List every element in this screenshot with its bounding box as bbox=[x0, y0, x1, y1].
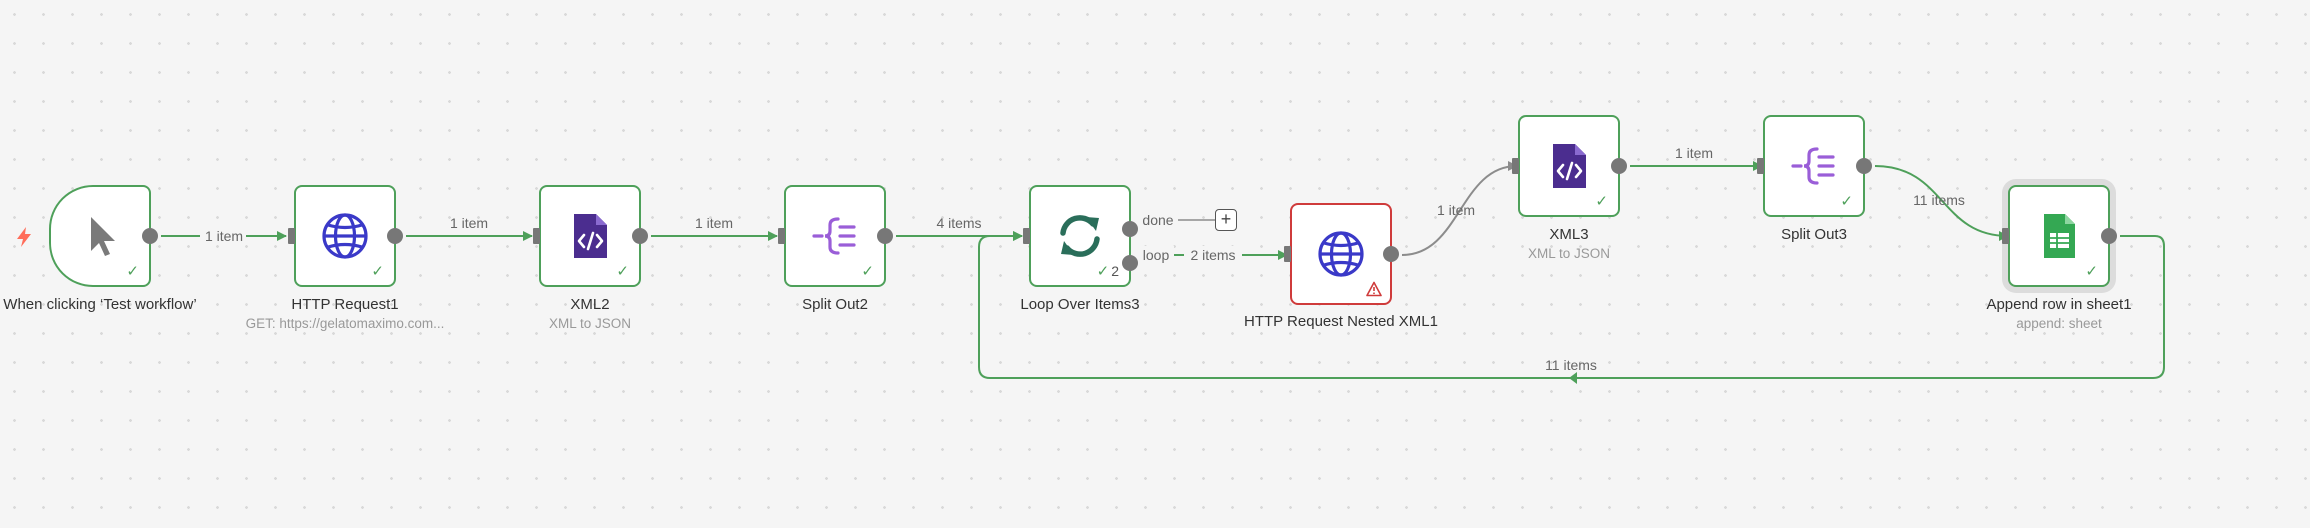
node-split-out3[interactable]: ✓ bbox=[1757, 115, 1872, 217]
cursor-icon bbox=[91, 217, 115, 256]
input-port[interactable] bbox=[1023, 228, 1030, 244]
node-http-request1[interactable]: ✓ bbox=[288, 185, 403, 287]
edge-trigger-to-http1[interactable]: 1 item bbox=[161, 226, 287, 244]
edge-xml2-to-split2[interactable]: 1 item bbox=[651, 215, 778, 241]
node-subtitle-xml3: XML to JSON bbox=[1527, 246, 1611, 261]
node-http-request-nested-xml1[interactable] bbox=[1284, 203, 1399, 305]
output-port-loop[interactable] bbox=[1122, 255, 1138, 271]
edge-label-split3-sheet: 11 items bbox=[1913, 192, 1965, 208]
node-label-xml3: XML3 bbox=[1549, 226, 1589, 243]
input-port[interactable] bbox=[288, 228, 295, 244]
node-subtitle-xml2: XML to JSON bbox=[548, 316, 632, 331]
edge-label-loop-done: done bbox=[1142, 212, 1173, 228]
google-sheets-icon bbox=[2044, 214, 2075, 258]
node-subtitle-append-row-in-sheet1: append: sheet bbox=[2016, 316, 2102, 331]
edge-label-http1-xml2: 1 item bbox=[450, 215, 488, 231]
input-port[interactable] bbox=[1757, 158, 1764, 174]
node-label-xml2: XML2 bbox=[570, 296, 610, 313]
globe-icon bbox=[322, 213, 368, 259]
node-xml3[interactable]: ✓ bbox=[1512, 115, 1627, 217]
output-port[interactable] bbox=[2101, 228, 2117, 244]
success-check-icon: ✓ bbox=[1840, 193, 1853, 210]
edge-sheet-loop-back[interactable]: 11 items bbox=[978, 231, 2165, 384]
input-port[interactable] bbox=[533, 228, 540, 244]
node-label-loop-over-items3: Loop Over Items3 bbox=[1020, 296, 1140, 313]
success-check-icon: ✓ bbox=[861, 263, 874, 280]
edge-label-http-xml3: 1 item bbox=[1437, 202, 1475, 218]
success-check-icon: ✓ bbox=[371, 263, 384, 280]
split-out-icon bbox=[1791, 147, 1835, 185]
xml-file-icon bbox=[1553, 144, 1586, 188]
edge-label-trigger-http1: 1 item bbox=[205, 228, 243, 244]
add-node-plus-button[interactable]: + bbox=[1215, 209, 1237, 231]
split-out-icon bbox=[812, 217, 856, 255]
input-port[interactable] bbox=[1512, 158, 1519, 174]
success-check-icon: ✓ bbox=[2085, 263, 2098, 280]
edge-xml3-to-split3[interactable]: 1 item bbox=[1630, 145, 1763, 171]
output-port[interactable] bbox=[1611, 158, 1627, 174]
edge-label-split2-loop: 4 items bbox=[936, 215, 981, 231]
edge-http1-to-xml2[interactable]: 1 item bbox=[406, 215, 533, 241]
node-label-append-row-in-sheet1: Append row in sheet1 bbox=[1986, 296, 2132, 313]
edge-label-loop-http: 2 items bbox=[1190, 247, 1235, 263]
node-label-manual-trigger: When clicking ‘Test workflow’ bbox=[3, 296, 197, 313]
input-port[interactable] bbox=[778, 228, 785, 244]
xml-file-icon bbox=[574, 214, 607, 258]
edge-split2-to-loop[interactable]: 4 items bbox=[896, 215, 1023, 241]
input-port[interactable] bbox=[1284, 246, 1291, 262]
success-check-icon: ✓ bbox=[616, 263, 629, 280]
success-check-icon: ✓ bbox=[126, 263, 139, 280]
output-port[interactable] bbox=[142, 228, 158, 244]
output-port[interactable] bbox=[387, 228, 403, 244]
edge-label-xml3-split3: 1 item bbox=[1675, 145, 1713, 161]
node-manual-trigger[interactable]: ✓ bbox=[49, 185, 158, 287]
run-count: 2 bbox=[1111, 263, 1119, 279]
node-label-split-out3: Split Out3 bbox=[1781, 226, 1847, 243]
node-append-row-in-sheet1[interactable]: ✓ bbox=[2002, 185, 2117, 287]
globe-icon bbox=[1318, 231, 1364, 277]
loop-icon bbox=[1060, 215, 1100, 257]
output-port[interactable] bbox=[1383, 246, 1399, 262]
node-subtitle-http-request1: GET: https://gelatomaximo.com... bbox=[245, 316, 445, 331]
output-port[interactable] bbox=[877, 228, 893, 244]
edge-split3-to-sheet[interactable]: 11 items bbox=[1874, 165, 2009, 241]
node-label-split-out2: Split Out2 bbox=[802, 296, 868, 313]
success-check-icon: ✓ bbox=[1595, 193, 1608, 210]
node-split-out2[interactable]: ✓ bbox=[778, 185, 893, 287]
node-label-http-request1: HTTP Request1 bbox=[291, 296, 399, 313]
trigger-bolt-icon bbox=[17, 227, 31, 247]
edge-loop-done[interactable]: done bbox=[1140, 211, 1215, 229]
edge-loop-to-http-nested[interactable]: loop 2 items bbox=[1140, 246, 1288, 264]
output-port[interactable] bbox=[632, 228, 648, 244]
node-label-http-request-nested-xml1: HTTP Request Nested XML1 bbox=[1244, 313, 1438, 330]
success-check-icon: ✓2 bbox=[1096, 263, 1119, 280]
node-loop-over-items3[interactable]: ✓2 bbox=[1023, 185, 1138, 287]
output-port[interactable] bbox=[1856, 158, 1872, 174]
warning-icon[interactable] bbox=[1366, 281, 1382, 297]
output-port-done[interactable] bbox=[1122, 221, 1138, 237]
node-xml2[interactable]: ✓ bbox=[533, 185, 648, 287]
edge-label-loop-loop: loop bbox=[1143, 247, 1170, 263]
edge-label-sheet-loop: 11 items bbox=[1545, 357, 1597, 373]
input-port[interactable] bbox=[2002, 228, 2009, 244]
edge-label-xml2-split2: 1 item bbox=[695, 215, 733, 231]
edge-http-nested-to-xml3[interactable]: 1 item bbox=[1401, 161, 1518, 256]
